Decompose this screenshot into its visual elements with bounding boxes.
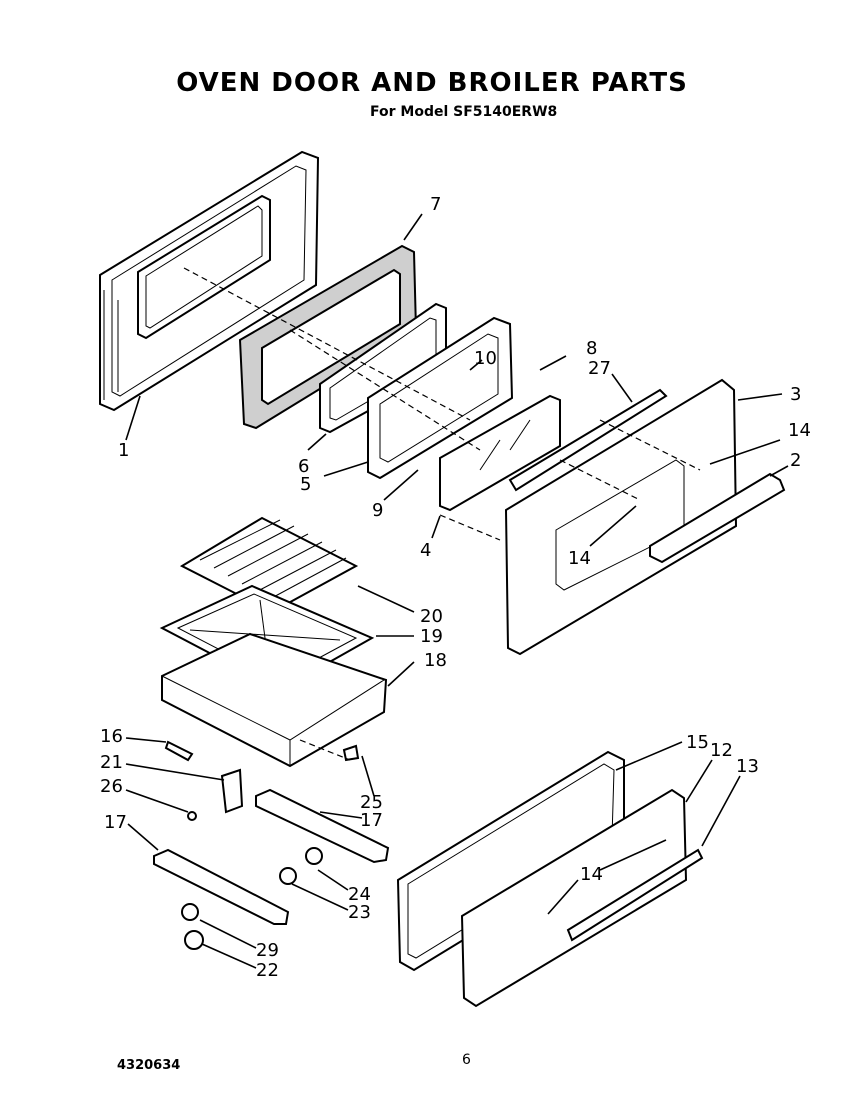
callout-8: 8 [586, 338, 598, 359]
document-code: 4320634 [117, 1058, 181, 1073]
callout-15: 15 [686, 732, 709, 753]
callout-5: 5 [300, 474, 312, 495]
callout-14-upper: 14 [788, 420, 811, 441]
callout-4: 4 [420, 540, 432, 561]
callout-16: 16 [100, 726, 123, 747]
rollers [181, 847, 323, 950]
callout-12: 12 [710, 740, 733, 761]
callout-20: 20 [420, 606, 443, 627]
callout-25: 25 [360, 792, 383, 813]
broiler-grid [179, 516, 359, 614]
callout-18: 18 [424, 650, 447, 671]
inner-door-panel [99, 150, 320, 412]
leader-lines [125, 213, 789, 969]
door-trim [508, 388, 668, 492]
page-title: OVEN DOOR AND BROILER PARTS [176, 68, 688, 98]
door-gasket [238, 244, 418, 430]
drawer-handle [566, 848, 704, 942]
page-number: 6 [462, 1052, 471, 1068]
callout-9: 9 [372, 500, 384, 521]
callout-29: 29 [256, 940, 279, 961]
callout-24: 24 [348, 884, 371, 905]
callout-3: 3 [790, 384, 802, 405]
callout-26: 26 [100, 776, 123, 797]
broiler-hardware [164, 740, 360, 821]
callout-23: 23 [348, 902, 371, 923]
callout-10: 10 [474, 348, 497, 369]
callout-22: 22 [256, 960, 279, 981]
callout-1: 1 [118, 440, 130, 461]
callout-2: 2 [790, 450, 802, 471]
broiler-drawer [161, 632, 388, 768]
callout-14-middle: 14 [568, 548, 591, 569]
callout-13: 13 [736, 756, 759, 777]
door-handle [649, 472, 786, 564]
glass-frame [367, 316, 514, 480]
callout-27: 27 [588, 358, 611, 379]
callout-17-left: 17 [104, 812, 127, 833]
outer-glass [439, 394, 561, 512]
drawer-front [460, 788, 688, 1008]
callout-17-right: 17 [360, 810, 383, 831]
callout-21: 21 [100, 752, 123, 773]
callout-19: 19 [420, 626, 443, 647]
drawer-rails [153, 788, 390, 925]
model-subtitle: For Model SF5140ERW8 [370, 104, 558, 120]
callout-14-lower: 14 [580, 864, 603, 885]
callout-7: 7 [430, 194, 442, 215]
callout-6: 6 [298, 456, 310, 477]
